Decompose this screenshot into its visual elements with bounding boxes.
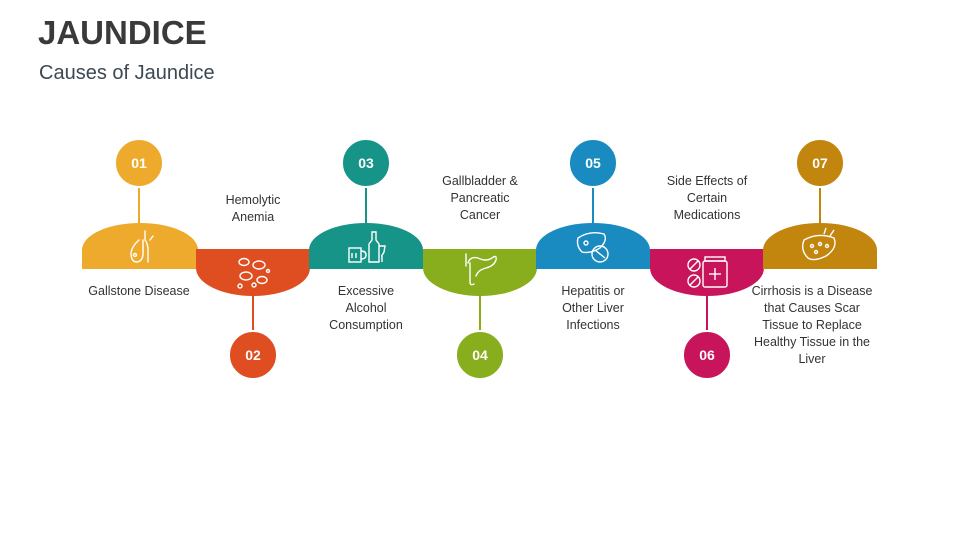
step-04: 04 [423, 249, 537, 380]
number-badge-01 [114, 138, 164, 188]
step-06: 06 [650, 249, 764, 380]
step-03-label: Excessive Alcohol Consumption [329, 284, 403, 332]
number-03: 03 [358, 155, 374, 171]
step-07-label: Cirrhosis is a Disease that Causes Scar … [751, 284, 873, 366]
number-badge-03 [341, 138, 391, 188]
number-badge-06 [682, 330, 732, 380]
step-04-label: Gallbladder & Pancreatic Cancer [442, 174, 518, 222]
segment-06 [650, 249, 764, 296]
segment-05 [536, 223, 650, 269]
step-01: 01 [82, 138, 198, 269]
number-05: 05 [585, 155, 601, 171]
number-badge-07 [795, 138, 845, 188]
step-01-label: Gallstone Disease [88, 284, 190, 298]
number-02: 02 [245, 347, 261, 363]
blood-cells-icon [237, 257, 271, 289]
segment-04 [423, 249, 537, 296]
number-badge-02 [228, 330, 278, 380]
step-03: 03 [309, 138, 423, 269]
step-06-label: Side Effects of Certain Medications [666, 174, 748, 222]
alcohol-bottles-icon [348, 231, 386, 263]
infected-liver-icon [576, 231, 609, 263]
cirrhosis-liver-icon [801, 227, 836, 261]
page-title: JAUNDICE [38, 14, 207, 51]
medication-icon [687, 256, 728, 288]
step-07: 07 [763, 138, 877, 269]
step-02-label: Hemolytic Anemia [225, 193, 281, 224]
number-badge-05 [568, 138, 618, 188]
step-02: 02 [196, 249, 310, 380]
number-06: 06 [699, 347, 715, 363]
segment-02 [196, 249, 310, 296]
number-badge-04 [455, 330, 505, 380]
page-subtitle: Causes of Jaundice [39, 62, 215, 84]
step-05: 05 [536, 138, 650, 269]
gallbladder-icon [130, 230, 154, 263]
segment-01 [82, 223, 198, 269]
pancreas-icon [465, 253, 497, 286]
segment-03 [309, 223, 423, 269]
number-01: 01 [131, 155, 147, 171]
number-04: 04 [472, 347, 488, 363]
number-07: 07 [812, 155, 828, 171]
step-05-label: Hepatitis or Other Liver Infections [561, 284, 625, 332]
